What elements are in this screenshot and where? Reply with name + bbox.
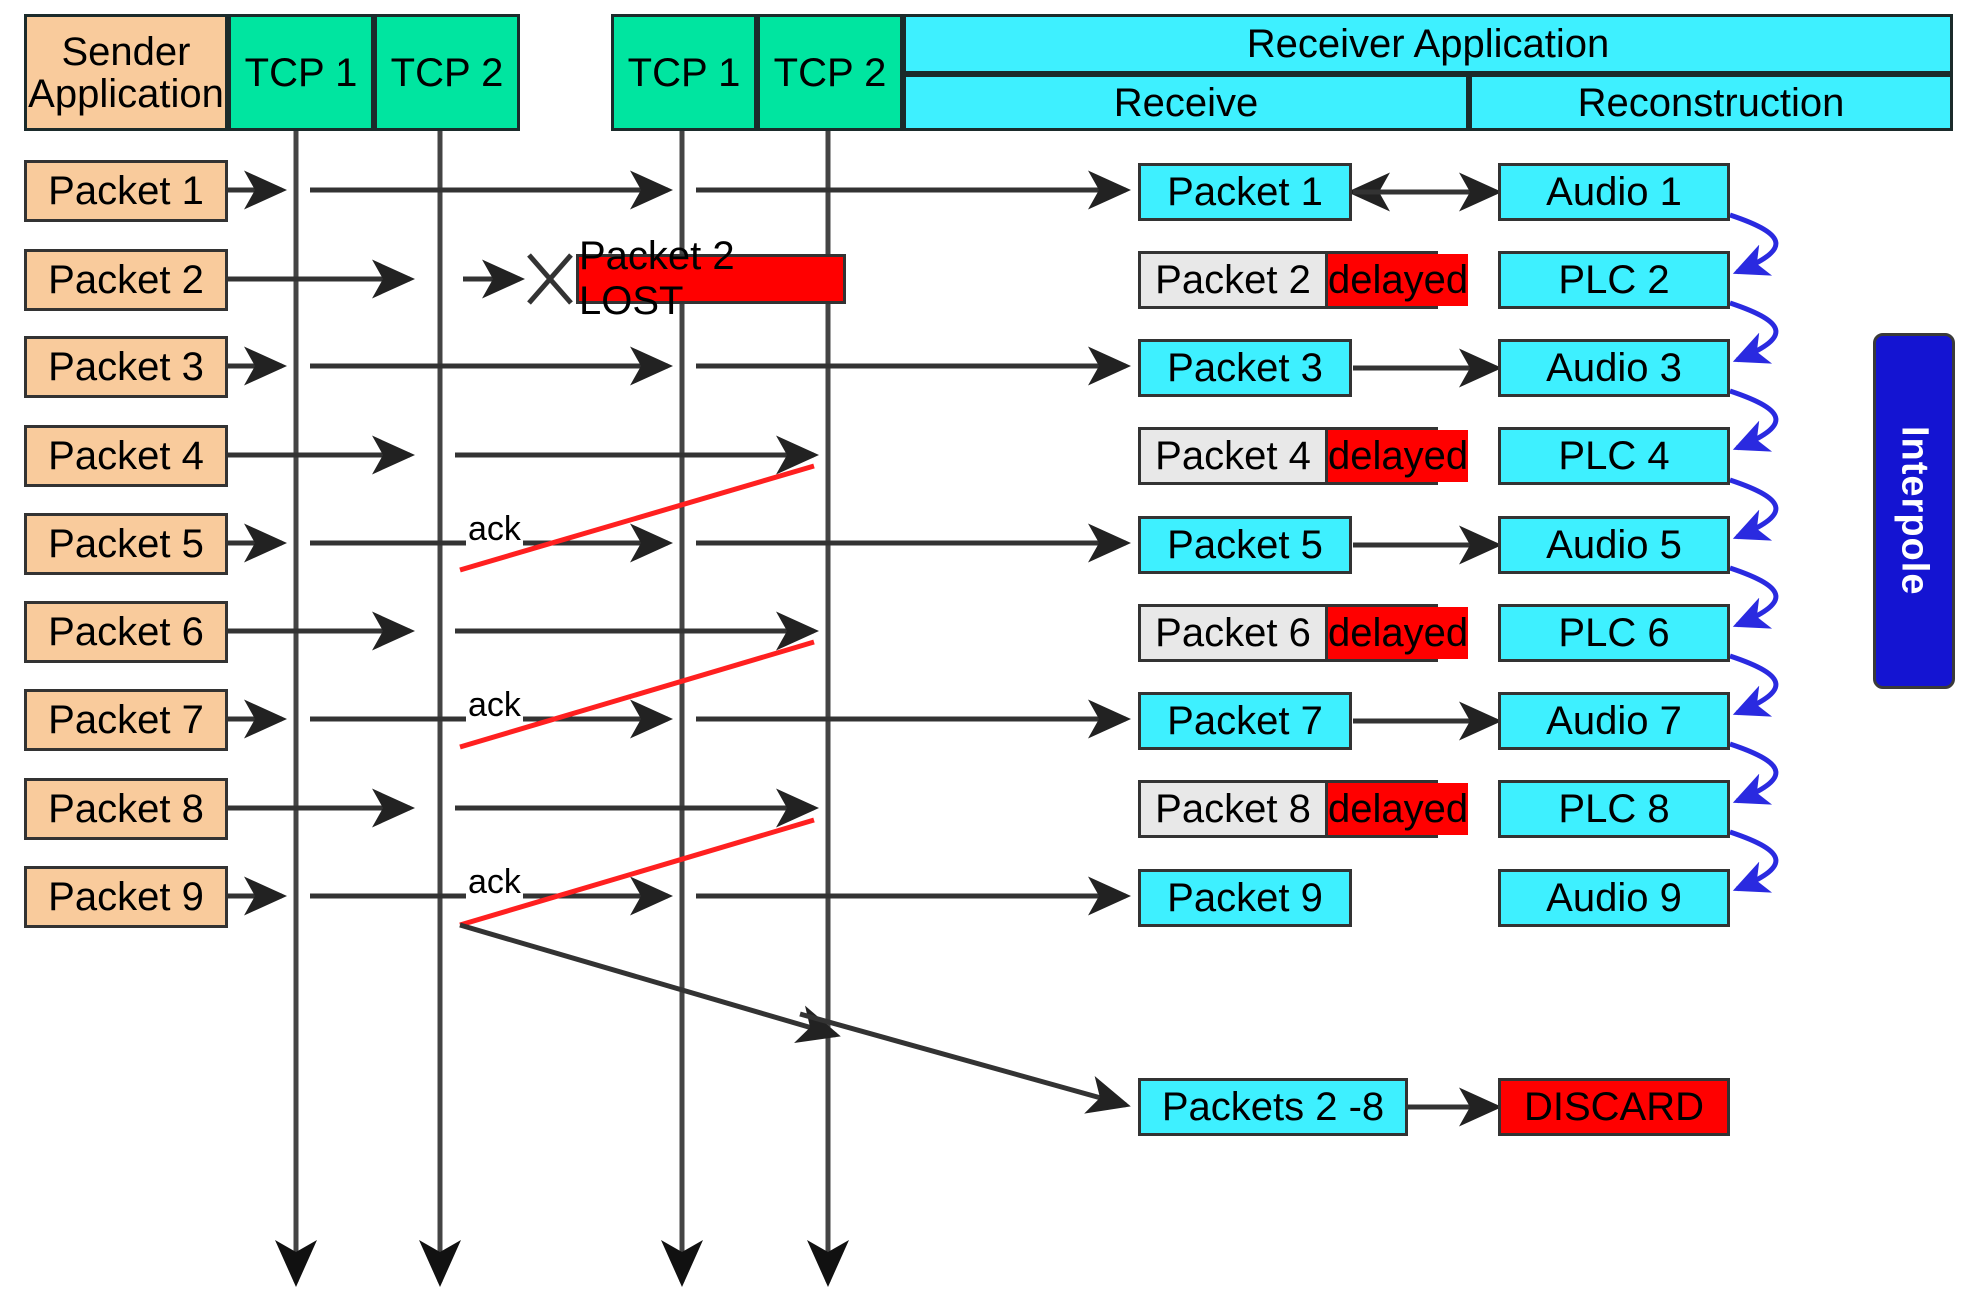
header-receiver-tcp2: TCP 2 [757,14,903,131]
header-receiver-application: Receiver Application [903,14,1953,74]
reconstruction-audio-9: Audio 9 [1498,869,1730,927]
header-sender-tcp2: TCP 2 [374,14,520,131]
receive-packet-3: Packet 3 [1138,339,1352,397]
packet-loss-x-icon [527,253,573,305]
interpole-curves [1729,212,1779,893]
receive-packet-4-delayed: Packet 4 delayed [1138,427,1469,485]
ack-label-2: ack [466,686,523,724]
receive-packet-2-delayed: Packet 2 delayed [1138,251,1469,309]
reconstruction-audio-7: Audio 7 [1498,692,1730,750]
receive-packet-4-status: delayed [1325,430,1469,482]
sender-packet-3: Packet 3 [24,336,228,398]
packet-lost-banner: Packet 2 LOST [576,234,846,323]
receive-packet-8-delayed: Packet 8 delayed [1138,780,1469,838]
reconstruction-plc-8: PLC 8 [1498,780,1730,838]
sender-packet-2: Packet 2 [24,249,228,311]
reconstruction-plc-6: PLC 6 [1498,604,1730,662]
ack-label-1: ack [466,510,523,548]
sender-packet-9: Packet 9 [24,866,228,928]
header-sender-application: Sender Application [24,14,228,131]
reconstruction-plc-2: PLC 2 [1498,251,1730,309]
header-receive: Receive [903,74,1469,131]
header-sender-tcp1: TCP 1 [228,14,374,131]
header-reconstruction: Reconstruction [1469,74,1953,131]
sender-packet-1: Packet 1 [24,160,228,222]
receive-packet-8-status: delayed [1325,783,1469,835]
receive-packets-2-8: Packets 2 -8 [1138,1078,1408,1136]
receive-packet-6-delayed: Packet 6 delayed [1138,604,1469,662]
sender-packet-4: Packet 4 [24,425,228,487]
reconstruction-plc-4: PLC 4 [1498,427,1730,485]
reconstruction-audio-5: Audio 5 [1498,516,1730,574]
discard-feed-line [799,1011,1131,1114]
sender-packet-7: Packet 7 [24,689,228,751]
sender-packet-5: Packet 5 [24,513,228,575]
receive-packet-2-label: Packet 2 [1141,254,1325,306]
reconstruction-audio-3: Audio 3 [1498,339,1730,397]
receive-packet-4-label: Packet 4 [1141,430,1325,482]
sender-packet-6: Packet 6 [24,601,228,663]
receive-packet-7: Packet 7 [1138,692,1352,750]
receive-packet-6-status: delayed [1325,607,1469,659]
header-sender-application-line2: Application [28,71,224,116]
ack-label-3: ack [466,863,523,901]
interpole-bar: Interpole [1873,333,1955,689]
receive-packet-8-label: Packet 8 [1141,783,1325,835]
receive-packet-1: Packet 1 [1138,163,1352,221]
interpole-label: Interpole [1893,426,1936,596]
receive-packet-9: Packet 9 [1138,869,1352,927]
header-sender-application-line1: Sender [61,29,191,74]
reconstruction-audio-1: Audio 1 [1498,163,1730,221]
header-receiver-tcp1: TCP 1 [611,14,757,131]
receive-packet-2-status: delayed [1325,254,1469,306]
receive-packet-6-label: Packet 6 [1141,607,1325,659]
reconstruction-discard: DISCARD [1498,1078,1730,1136]
receive-packet-5: Packet 5 [1138,516,1352,574]
retransmit-line [459,922,841,1044]
sender-packet-8: Packet 8 [24,778,228,840]
